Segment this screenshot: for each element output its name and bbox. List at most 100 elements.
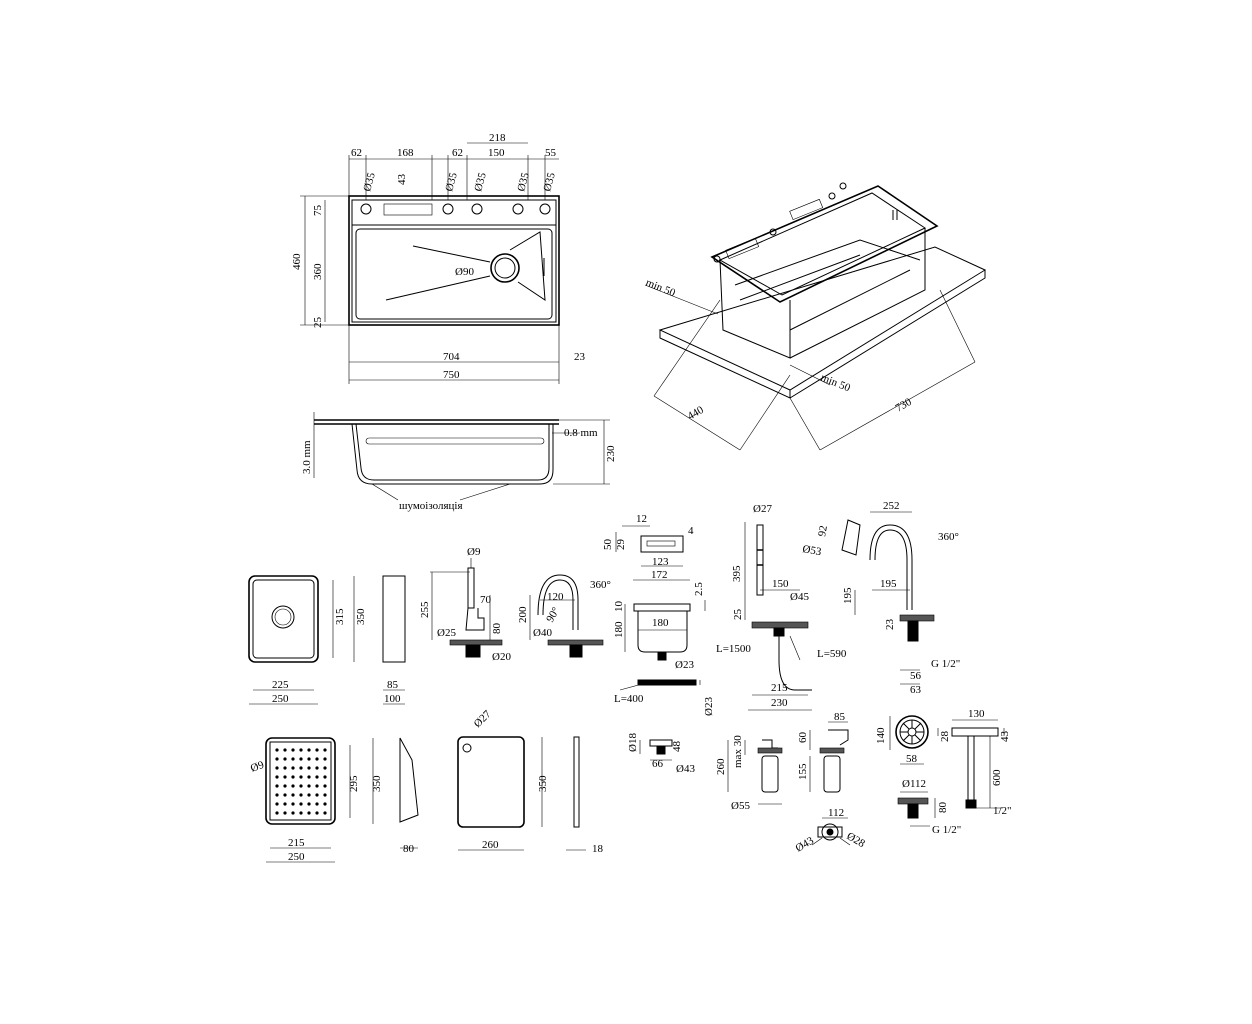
grid-hole-dot xyxy=(275,793,279,797)
sink-section-view: 3.0 mm 0.8 mm 230 шумоізоляція xyxy=(301,412,617,512)
grid-hole-dot xyxy=(299,775,303,779)
dim-23: 23 xyxy=(574,351,586,363)
hose-view: L=400 Ø23 xyxy=(614,679,715,716)
f1-top: Ø9 xyxy=(467,546,481,558)
sr-hole: Ø23 xyxy=(675,659,694,671)
grid-hole-dot xyxy=(299,766,303,770)
nut-48: 48 xyxy=(671,741,683,753)
soap-dispenser-1: max 30 260 Ø55 xyxy=(715,735,783,812)
grid-hole-dot xyxy=(307,802,311,806)
grid-hole-dot xyxy=(315,793,319,797)
faucet-3-view: Ø27 395 150 Ø45 25 L=1500 L=590 215 230 xyxy=(716,503,847,711)
grid-hole-dot xyxy=(299,784,303,788)
grid-holes xyxy=(275,748,327,815)
f2-ang: 90° xyxy=(544,605,562,624)
grid-hole-dot xyxy=(323,793,327,797)
sink-top-view: 62 168 62 150 218 55 Ø35 Ø35 Ø35 Ø35 Ø35… xyxy=(291,132,586,384)
grid-hole-dot xyxy=(275,766,279,770)
grid-hole-dot xyxy=(291,775,295,779)
board-18: 18 xyxy=(592,843,604,855)
f2-rot: 360° xyxy=(590,579,611,591)
grid-hole-dot xyxy=(275,748,279,752)
grid-hole-dot xyxy=(323,802,327,806)
dim-460: 460 xyxy=(291,253,303,270)
faucet-4-view: 252 92 Ø53 360° 195 195 23 G 1/2" 56 63 xyxy=(801,500,960,696)
grid-basket-view: Ø9 295 350 215 250 80 xyxy=(249,737,419,863)
grid-hole-dot xyxy=(283,766,287,770)
sr-180w: 180 xyxy=(652,617,669,629)
col-100: 100 xyxy=(384,693,401,705)
s2-60: 60 xyxy=(797,732,809,744)
dim-218: 218 xyxy=(489,132,506,144)
hole-dia-2: Ø35 xyxy=(443,171,460,193)
board-260: 260 xyxy=(482,839,499,851)
grid-hole: Ø9 xyxy=(249,759,266,775)
grid-hole-dot xyxy=(283,757,287,761)
col-250: 250 xyxy=(272,693,289,705)
grid-hole-dot xyxy=(307,775,311,779)
grid-hole-dot xyxy=(307,748,311,752)
grid-hole-dot xyxy=(323,784,327,788)
col-225: 225 xyxy=(272,679,289,691)
s2-155: 155 xyxy=(797,763,809,780)
f3-395: 395 xyxy=(731,565,743,582)
f4-195w: 195 xyxy=(880,578,897,590)
nut-view: Ø18 48 66 Ø43 xyxy=(627,733,695,775)
f2-200: 200 xyxy=(517,606,529,623)
grid-hole-dot xyxy=(291,748,295,752)
f4-63: 63 xyxy=(910,684,922,696)
f4-23: 23 xyxy=(884,619,896,631)
col-85: 85 xyxy=(387,679,399,691)
sink-isometric-view: min 50 min 50 440 730 xyxy=(644,182,987,451)
st-12: 12 xyxy=(636,513,647,525)
f3-top: Ø27 xyxy=(753,503,772,515)
fp-thread: 1/2" xyxy=(993,805,1012,817)
dim-360: 360 xyxy=(312,263,324,280)
wd-58: 58 xyxy=(906,753,918,765)
grid-hole-dot xyxy=(291,766,295,770)
fp-130: 130 xyxy=(968,708,985,720)
dim-150: 150 xyxy=(488,147,505,159)
grid-hole-dot xyxy=(291,793,295,797)
fp-43: 43 xyxy=(999,731,1011,743)
grid-hole-dot xyxy=(315,784,319,788)
s1-max: max 30 xyxy=(732,735,744,768)
board-hole: Ø27 xyxy=(472,708,494,730)
grid-hole-dot xyxy=(275,775,279,779)
grid-hole-dot xyxy=(315,802,319,806)
bt-28: Ø28 xyxy=(845,830,868,850)
f4-thread: G 1/2" xyxy=(931,658,960,670)
drain-dia: Ø90 xyxy=(455,266,474,278)
grid-hole-dot xyxy=(283,811,287,815)
sec-note: шумоізоляція xyxy=(399,500,463,512)
dim-168: 168 xyxy=(397,147,414,159)
grid-hole-dot xyxy=(275,802,279,806)
iso-440: 440 xyxy=(686,404,707,423)
grid-hole-dot xyxy=(283,793,287,797)
dim-55: 55 xyxy=(545,147,557,159)
grid-hole-dot xyxy=(323,775,327,779)
grid-hole-dot xyxy=(323,748,327,752)
grid-hole-dot xyxy=(291,811,295,815)
bt-112: 112 xyxy=(828,807,844,819)
grid-hole-dot xyxy=(283,775,287,779)
f3-base: Ø45 xyxy=(790,591,809,603)
grid-hole-dot xyxy=(307,793,311,797)
grid-hole-dot xyxy=(315,757,319,761)
grid-hole-dot xyxy=(291,784,295,788)
fp-600: 600 xyxy=(991,769,1003,786)
hose-l: L=400 xyxy=(614,693,644,705)
f4-252: 252 xyxy=(883,500,900,512)
f1-80: 80 xyxy=(491,623,503,635)
dim-75: 75 xyxy=(312,205,324,217)
grid-hole-dot xyxy=(307,784,311,788)
grid-hole-dot xyxy=(291,802,295,806)
soap-top-view: 12 4 50 29 123 172 xyxy=(602,513,694,581)
grid-hole-dot xyxy=(275,757,279,761)
grid-hole-dot xyxy=(323,757,327,761)
hole-dia-4: Ø35 xyxy=(515,171,532,193)
sr-10: 10 xyxy=(613,601,625,613)
grid-hole-dot xyxy=(323,811,327,815)
dim-62-a: 62 xyxy=(351,147,362,159)
wd-112: Ø112 xyxy=(902,778,926,790)
